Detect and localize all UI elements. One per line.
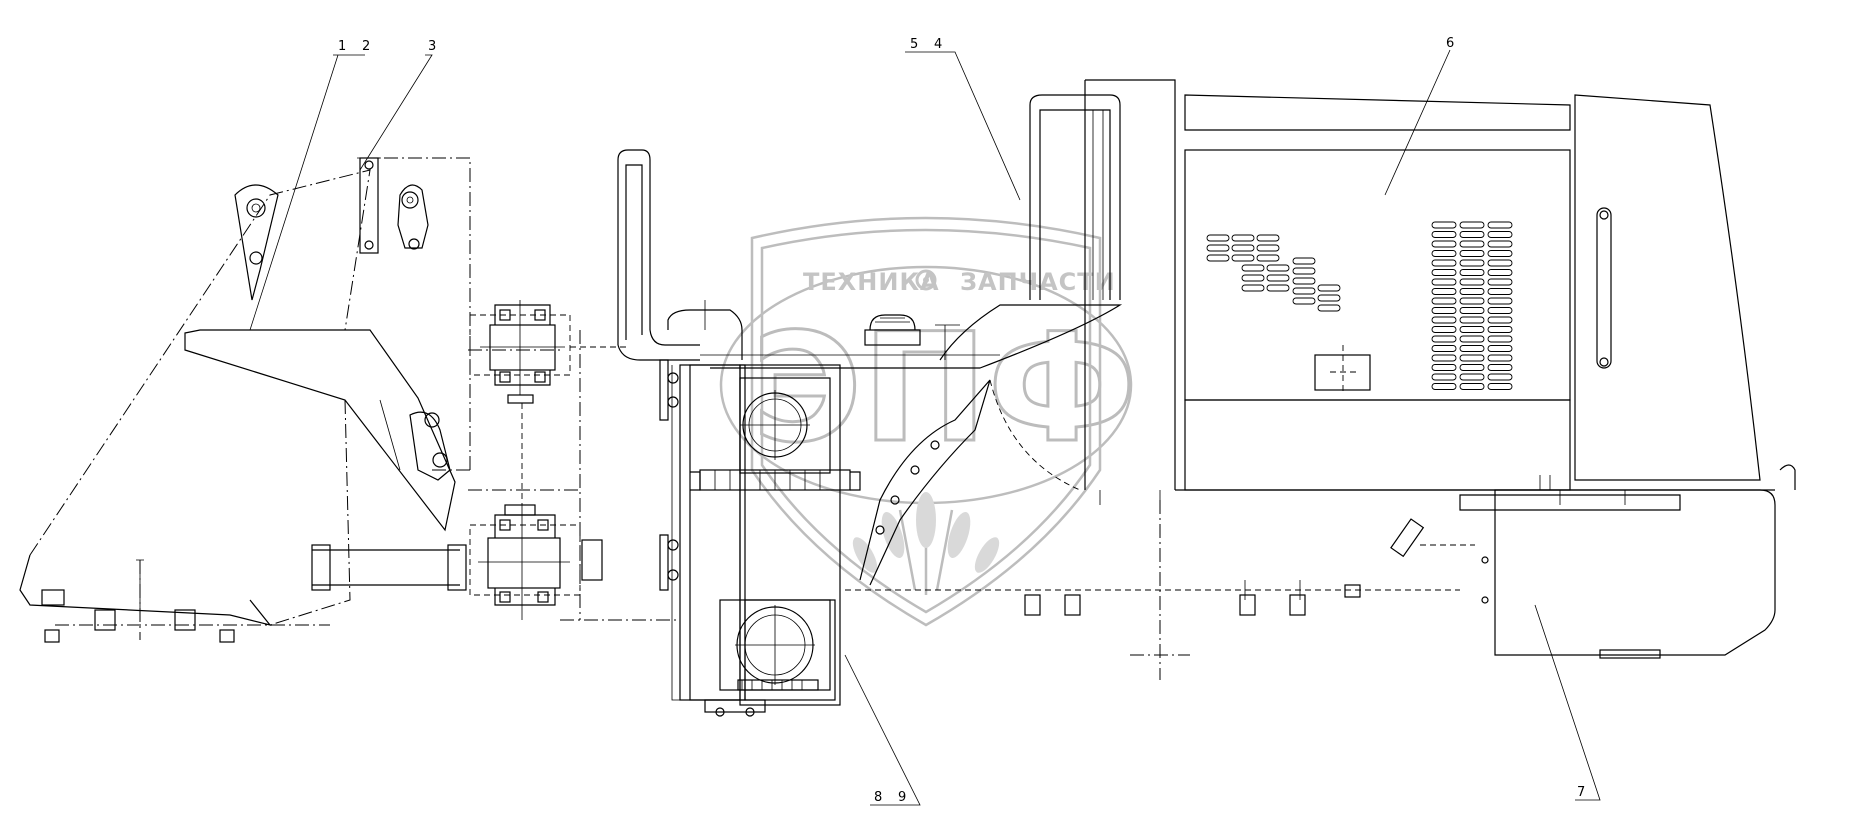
vent-slot (1431, 354, 1457, 362)
vent-slot (1459, 373, 1485, 381)
vent-slot (1459, 297, 1485, 305)
vent-slot (1431, 259, 1457, 267)
vent-slot (1487, 250, 1513, 257)
vent-slot (1487, 373, 1513, 381)
vent-slot (1431, 240, 1457, 248)
vent-slot (1487, 335, 1513, 343)
vent-slot (1431, 250, 1457, 257)
vent-slot (1487, 345, 1513, 352)
vent-slot (1487, 326, 1513, 333)
vent-slot (1487, 307, 1513, 314)
lower-box (1390, 475, 1776, 659)
callout-leaders (249, 49, 1601, 806)
watermark-monogram: ЭПФ (752, 302, 1136, 476)
vent-slot (1487, 269, 1513, 276)
vent-slot (1459, 250, 1485, 257)
vent-slot (1487, 240, 1513, 248)
vent-slot (1431, 278, 1457, 286)
callout-6: 6 (1446, 36, 1454, 51)
gear-unit-lower (469, 403, 603, 620)
vent-slot (1431, 373, 1457, 381)
top-frame (700, 79, 1176, 586)
callout-3: 3 (428, 39, 436, 54)
vent-slot (1459, 278, 1485, 286)
vent-slot (1431, 231, 1457, 238)
callout-9: 9 (898, 790, 906, 805)
vent-slot (1487, 364, 1513, 371)
vent-slot (1459, 383, 1485, 390)
vertical-column (617, 149, 861, 717)
callout-8: 8 (874, 790, 882, 805)
vent-slot (1487, 221, 1513, 229)
vent-slot (1459, 259, 1485, 267)
watermark-right-text: ЗАПЧАСТИ (960, 268, 1116, 296)
vent-slot (1431, 221, 1457, 229)
vent-slot (1487, 231, 1513, 238)
vent-slot (1459, 326, 1485, 333)
vent-slot (1459, 269, 1485, 276)
vent-slot (1487, 278, 1513, 286)
callout-5: 5 (910, 37, 918, 52)
vent-slot (1487, 288, 1513, 295)
vent-slot (1459, 335, 1485, 343)
vent-slot (1459, 316, 1485, 324)
callout-1: 1 (338, 39, 346, 54)
vent-slot (1487, 259, 1513, 267)
vent-slot (1459, 345, 1485, 352)
vent-slot (1487, 383, 1513, 390)
vent-slot (1431, 326, 1457, 333)
vent-slot (1487, 354, 1513, 362)
vent-slot (1431, 307, 1457, 314)
wheat-icon (852, 492, 1000, 595)
callout-2: 2 (362, 39, 370, 54)
vent-slot (1459, 231, 1485, 238)
gear-unit-upper (469, 300, 630, 404)
base-rail (845, 500, 1460, 680)
vent-slot (1431, 288, 1457, 295)
vent-slot (1487, 316, 1513, 324)
callout-7: 7 (1577, 785, 1585, 800)
vent-slot (1459, 240, 1485, 248)
vent-slot (1431, 297, 1457, 305)
vent-slot (1431, 345, 1457, 352)
vent-slot (1431, 335, 1457, 343)
vent-slot (1431, 364, 1457, 371)
vent-right (1431, 221, 1513, 390)
vent-slot (1431, 383, 1457, 390)
gear-icon (915, 269, 937, 291)
vent-left (1206, 234, 1341, 312)
callout-4: 4 (934, 37, 942, 52)
main-cabinet (1099, 94, 1796, 505)
vent-slot (1459, 364, 1485, 371)
vent-slot (1431, 269, 1457, 276)
vent-slot (1459, 221, 1485, 229)
vent-slot (1431, 316, 1457, 324)
vent-slot (1459, 307, 1485, 314)
watermark-shield: ТЕХНИКА ЗАПЧАСТИ ЭПФ (719, 216, 1138, 627)
lever-assembly (19, 157, 680, 643)
vent-slot (1459, 354, 1485, 362)
vent-slot (1459, 288, 1485, 295)
vent-slot (1487, 297, 1513, 305)
